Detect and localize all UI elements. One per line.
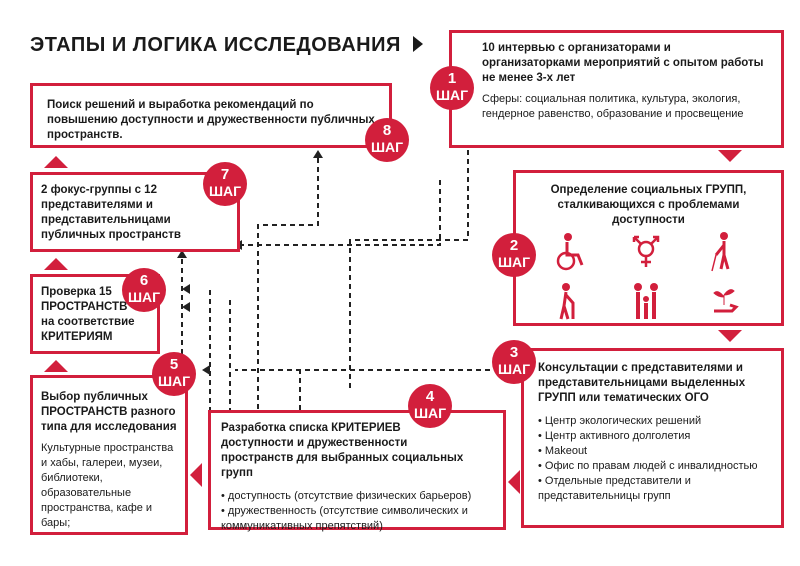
step-2-label: ШАГ xyxy=(497,254,531,270)
arrow-down-2-3 xyxy=(718,330,742,342)
step-5-title: Выбор публичных ПРОСТРАНСТВ разного типа… xyxy=(41,391,177,433)
list-item: доступность (отсутствие физических барье… xyxy=(221,489,493,504)
step-1-number: 1 xyxy=(447,70,457,87)
arrow-left-4-5 xyxy=(190,463,202,487)
arrowhead xyxy=(202,365,210,375)
blind-person-icon xyxy=(711,232,730,272)
step-7-badge: 7 ШАГ xyxy=(203,162,247,206)
arrow-up-6-7 xyxy=(44,258,68,270)
step-5-label: ШАГ xyxy=(157,373,191,389)
step-6-badge: 6 ШАГ xyxy=(122,268,166,312)
arrow-up-7-8 xyxy=(44,156,68,168)
step-4-label: ШАГ xyxy=(413,405,447,421)
step-2-number: 2 xyxy=(509,237,519,254)
list-item: дружественность (отсутствие символически… xyxy=(221,504,493,534)
arrow-up-5-6 xyxy=(44,360,68,372)
list-item: Отдельные представители и представительн… xyxy=(538,474,773,504)
list-item: Центр активного долголетия xyxy=(538,429,773,444)
link-1-4 xyxy=(349,150,469,390)
link-3-4 xyxy=(299,369,490,410)
step-8-title: Поиск решений и выработка рекомендаций п… xyxy=(47,99,375,141)
step-4-title: Разработка списка КРИТЕРИЕВ доступности … xyxy=(221,422,464,479)
step-3-number: 3 xyxy=(509,344,519,361)
step-8-number: 8 xyxy=(382,122,392,139)
step-2-badge: 2 ШАГ xyxy=(492,233,536,277)
group-icons xyxy=(556,232,739,320)
arrowhead xyxy=(313,150,323,158)
elderly-person-icon xyxy=(559,283,575,320)
plant-hand-icon xyxy=(713,289,739,313)
step-8-badge: 8 ШАГ xyxy=(365,118,409,162)
step-8-box: Поиск решений и выработка рекомендаций п… xyxy=(30,83,392,148)
step-3-list: Центр экологических решений Центр активн… xyxy=(538,414,773,504)
page-title-text: ЭТАПЫ И ЛОГИКА ИССЛЕДОВАНИЯ xyxy=(30,34,401,56)
step-6-label: ШАГ xyxy=(127,289,161,305)
list-item: Makeout xyxy=(538,444,773,459)
step-7-box: 2 фокус-группы с 12 представителями и пр… xyxy=(30,172,240,252)
arrowhead xyxy=(177,250,187,258)
step-5-box: Выбор публичных ПРОСТРАНСТВ разного типа… xyxy=(30,375,188,535)
step-1-label: ШАГ xyxy=(435,87,469,103)
step-4-badge: 4 ШАГ xyxy=(408,384,452,428)
step-1-title: 10 интервью с организаторами и организат… xyxy=(482,42,764,84)
play-arrow-icon xyxy=(412,36,423,52)
arrow-down-1-2 xyxy=(718,150,742,162)
step-2-title: Определение социальных ГРУПП, сталкивающ… xyxy=(550,184,747,226)
step-3-title: Консультации с представителями и предста… xyxy=(538,362,746,404)
link-1-7 xyxy=(240,180,441,246)
step-3-badge: 3 ШАГ xyxy=(492,340,536,384)
wheelchair-icon xyxy=(556,233,584,271)
step-4-list: доступность (отсутствие физических барье… xyxy=(221,489,493,534)
step-3-box: Консультации с представителями и предста… xyxy=(521,348,784,528)
step-2-box: Определение социальных ГРУПП, сталкивающ… xyxy=(513,170,784,326)
step-6-number: 6 xyxy=(139,272,149,289)
step-6-title: Проверка 15 ПРОСТРАНСТВ на соответствие … xyxy=(41,286,135,343)
arrowhead xyxy=(182,302,190,312)
step-1-badge: 1 ШАГ xyxy=(430,66,474,110)
list-item: Офис по правам людей с инвалидностью xyxy=(538,459,773,474)
step-7-number: 7 xyxy=(220,166,230,183)
arrow-left-3-4 xyxy=(508,470,520,494)
transgender-icon xyxy=(632,235,660,267)
step-5-number: 5 xyxy=(169,356,179,373)
list-item: Центр экологических решений xyxy=(538,414,773,429)
link-8-4 xyxy=(257,158,319,410)
step-1-box: 10 интервью с организаторами и организат… xyxy=(449,30,784,148)
family-icon xyxy=(634,283,658,319)
step-1-text: Сферы: социальная политика, культура, эк… xyxy=(482,93,744,120)
step-7-title: 2 фокус-группы с 12 представителями и пр… xyxy=(41,184,181,241)
step-5-badge: 5 ШАГ xyxy=(152,352,196,396)
step-5-text: Культурные пространства и хабы, галереи,… xyxy=(41,442,174,529)
step-7-label: ШАГ xyxy=(208,183,242,199)
step-8-label: ШАГ xyxy=(370,139,404,155)
step-3-label: ШАГ xyxy=(497,361,531,377)
arrowhead xyxy=(182,284,190,294)
page-title: ЭТАПЫ И ЛОГИКА ИССЛЕДОВАНИЯ xyxy=(30,34,423,57)
step-4-number: 4 xyxy=(425,388,435,405)
step-4-box: Разработка списка КРИТЕРИЕВ доступности … xyxy=(208,410,506,532)
